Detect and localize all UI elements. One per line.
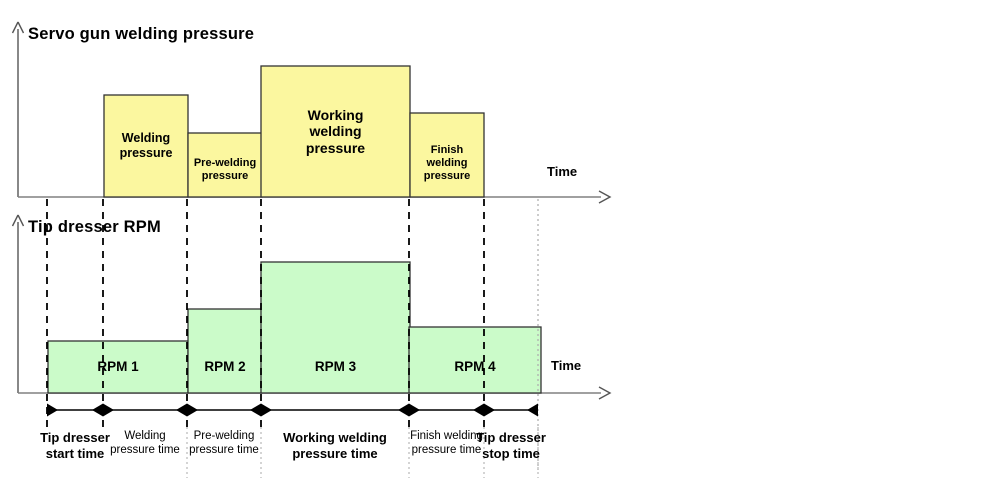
pressure-time-axis-label: Time: [547, 164, 578, 179]
rpm-bar-2: [187, 308, 263, 394]
pressure-bar-label-2: Pre-welding pressure: [193, 157, 257, 182]
rpm-bar-label-3: RPM 3: [314, 359, 357, 375]
timeline-segment-label-6: Tip dresser stop time: [476, 430, 546, 461]
pressure-axis-title: Servo gun welding pressure: [28, 25, 255, 43]
rpm-bar-label-1: RPM 1: [97, 359, 139, 375]
measure-arrow-left-1: [47, 403, 58, 417]
rpm-axis-title: Tip dresser RPM: [28, 218, 161, 236]
measure-arrow-right-3: [250, 403, 261, 417]
pressure-y-axis-arrow-left: [11, 21, 19, 34]
measure-arrow-right-2: [176, 403, 187, 417]
rpm-bar-1: [47, 340, 189, 394]
timeline-segment-label-2: Welding pressure time: [110, 430, 180, 456]
rpm-bar-4: [408, 326, 542, 394]
measure-arrow-left-5: [409, 403, 420, 417]
timeline-segment-label-1: Tip dresser start time: [40, 430, 110, 461]
pressure-bar-3: [260, 65, 411, 198]
timeline-segment-label-3: Pre-welding pressure time: [189, 430, 259, 456]
pressure-time-axis-arrowhead: [598, 190, 612, 204]
rpm-time-axis-arrowhead: [598, 386, 612, 400]
pressure-bar-label-4: Finish welding pressure: [423, 144, 471, 182]
measure-arrow-right-5: [473, 403, 484, 417]
rpm-bar-label-4: RPM 4: [454, 359, 496, 375]
rpm-bar-3: [260, 261, 411, 394]
measure-arrow-left-4: [261, 403, 272, 417]
pressure-bar-1: [103, 94, 189, 198]
pressure-bar-label-3: Working welding pressure: [305, 106, 366, 156]
pressure-bar-label-1: Welding pressure: [119, 131, 173, 160]
measure-arrow-left-6: [484, 403, 495, 417]
measure-arrow-left-3: [187, 403, 198, 417]
pressure-bar-4: [409, 112, 485, 198]
measure-arrow-right-6: [527, 403, 538, 417]
rpm-y-axis-arrow-left: [11, 214, 19, 227]
rpm-time-axis-label: Time: [551, 358, 582, 373]
rpm-y-axis-arrow-right: [17, 214, 25, 227]
timeline-segment-label-4: Working welding pressure time: [283, 430, 387, 461]
measure-arrow-left-2: [103, 403, 114, 417]
measure-arrow-right-1: [92, 403, 103, 417]
timeline-segment-label-5: Finish welding pressure time: [410, 430, 483, 456]
pressure-y-axis-arrow-right: [17, 21, 25, 34]
measure-arrow-right-4: [398, 403, 409, 417]
rpm-bar-label-2: RPM 2: [204, 359, 246, 375]
